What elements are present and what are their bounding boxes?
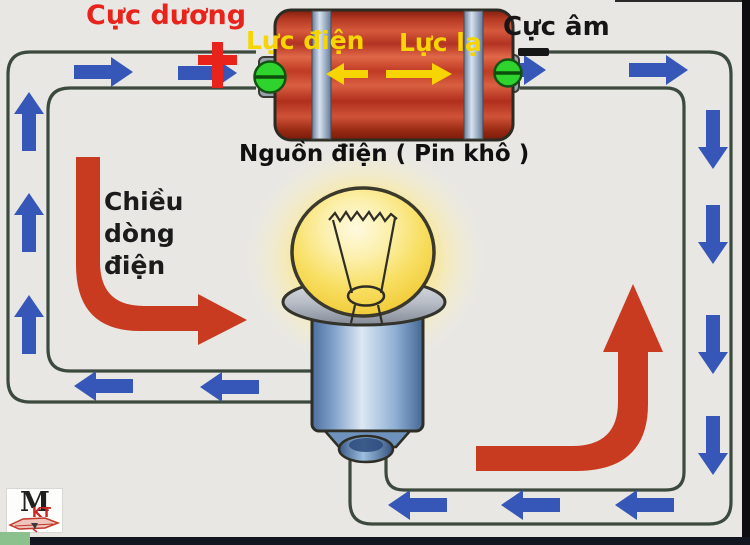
flow-arrow-left	[200, 372, 259, 402]
battery-stripe-right	[463, 10, 484, 140]
flow-arrow-right	[74, 57, 133, 87]
frame-edge-right	[742, 0, 750, 545]
flow-arrow-left	[388, 490, 447, 520]
strange-force-arrow-icon	[386, 63, 452, 85]
flow-arrow-right	[629, 55, 688, 85]
electric-force-label: Lực điện	[246, 26, 365, 55]
flow-arrow-down	[698, 205, 728, 264]
battery	[253, 8, 523, 142]
current-direction-line: Chiều	[104, 187, 184, 216]
current-direction-arrow-left	[76, 157, 247, 345]
wire-inner-right	[384, 86, 686, 492]
negative-terminal-label: Cực âm	[503, 12, 610, 42]
power-source-label: Nguồn điện ( Pin khô )	[239, 141, 530, 167]
flow-arrow-down	[698, 110, 728, 169]
positive-terminal-label: Cực dương	[86, 0, 247, 31]
flow-arrow-down	[698, 315, 728, 374]
wire-outer-left	[6, 50, 314, 404]
strange-force-label: Lực lạ	[399, 28, 482, 57]
bulb-globe	[290, 186, 436, 318]
circuit-wires	[6, 50, 733, 526]
wire-outer-right	[348, 50, 733, 526]
flow-arrow-up	[14, 295, 44, 354]
flow-arrow-up	[14, 193, 44, 252]
frame-edge-top	[615, 0, 742, 2]
current-direction-line: dòng	[104, 219, 175, 248]
flow-arrow-down	[698, 416, 728, 475]
frame-edge-bottom	[0, 537, 750, 545]
bulb-filament	[328, 209, 398, 324]
current-direction-arrow-right	[476, 284, 663, 471]
minus-icon	[518, 48, 549, 56]
watermark-logo: M KT	[7, 487, 62, 533]
logo-letters-kt: KT	[32, 506, 51, 521]
logo-letter-m: M	[20, 487, 50, 518]
current-direction-line: điện	[104, 251, 166, 280]
flow-arrow-up	[14, 92, 44, 151]
logo-splash-icon	[8, 517, 61, 533]
bulb-tip-core	[349, 438, 383, 452]
light-bulb	[245, 146, 485, 464]
frame-corner-chip	[0, 532, 30, 545]
flow-arrow-left	[501, 490, 560, 520]
electric-force-arrow-icon	[326, 63, 368, 85]
wire-inner-left	[46, 86, 314, 373]
flow-arrow-left	[615, 490, 674, 520]
plus-icon	[198, 42, 237, 88]
flow-arrow-left	[74, 371, 133, 401]
current-direction-label: Chiều dòng điện	[104, 186, 183, 282]
